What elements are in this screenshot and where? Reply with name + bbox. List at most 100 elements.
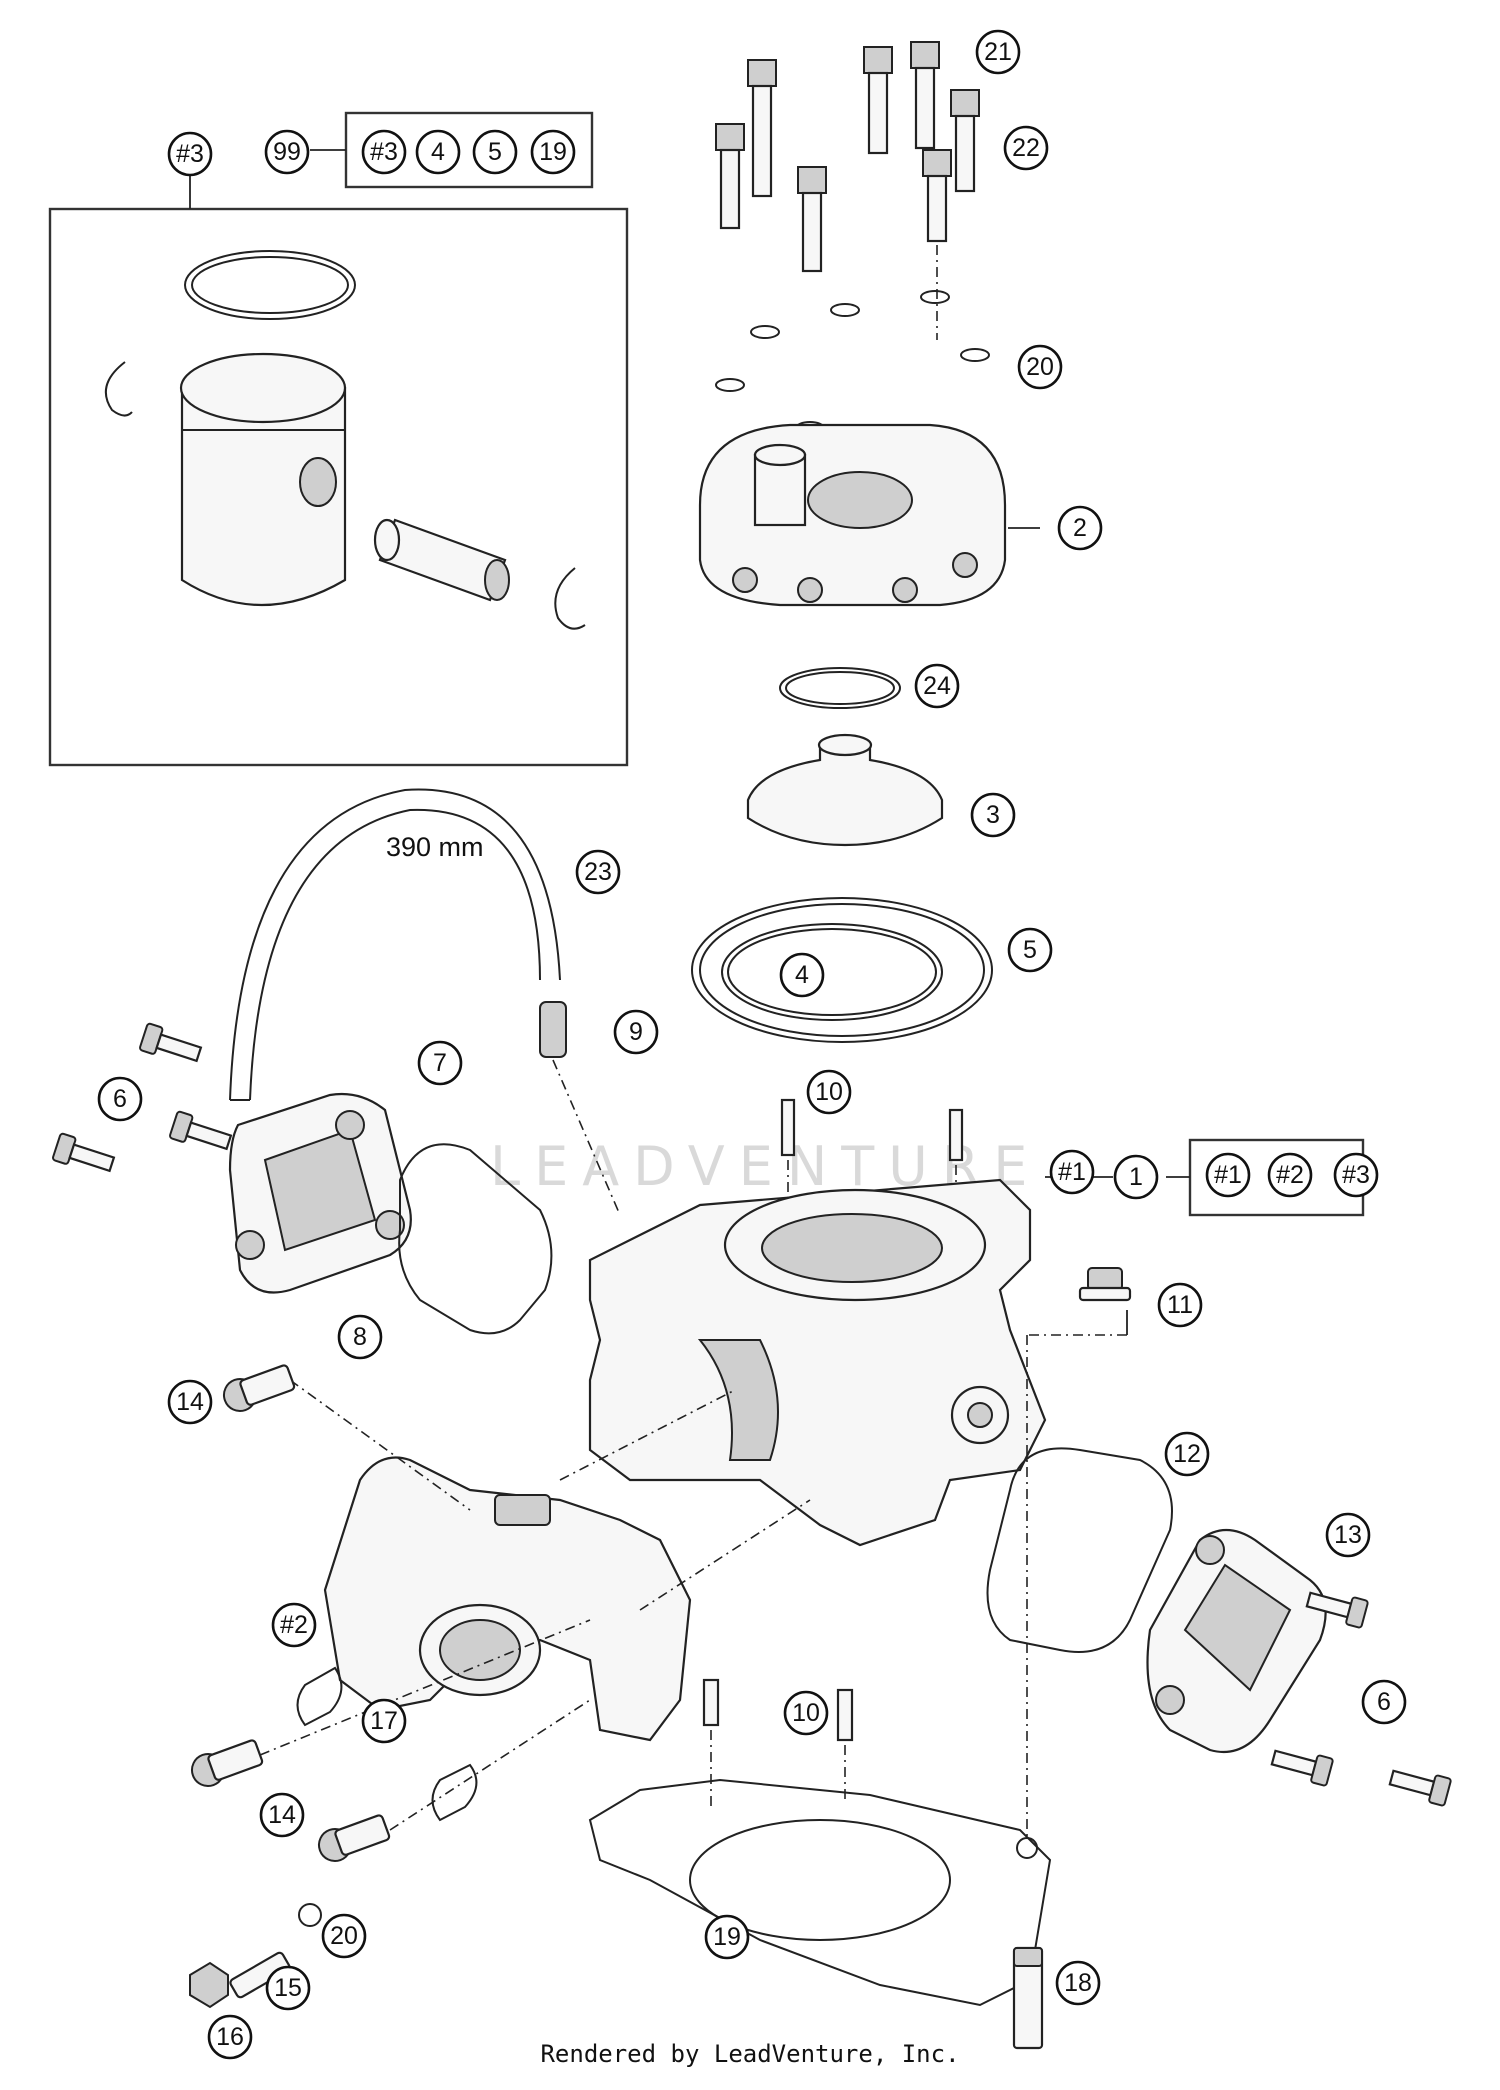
kit-99-item-19: 19 bbox=[530, 129, 576, 175]
svg-text:17: 17 bbox=[370, 1707, 398, 1735]
cylinder-head-gasket-outer-inner bbox=[699, 903, 985, 1037]
lock-plate-a bbox=[296, 1666, 343, 1727]
callout-1: 1 bbox=[1113, 1154, 1159, 1200]
footer-credit: Rendered by LeadVenture, Inc. bbox=[540, 2040, 960, 2068]
kit-99-item-5: 5 bbox=[472, 129, 518, 175]
callout-hash-1: #1 bbox=[1049, 1149, 1095, 1195]
callout-17: 17 bbox=[361, 1698, 407, 1744]
callout-19: 19 bbox=[704, 1914, 750, 1960]
dowel-pin-lower-2 bbox=[836, 1688, 854, 1742]
callout-10-upper: 10 bbox=[806, 1069, 852, 1115]
callout-21: 21 bbox=[975, 29, 1021, 75]
head-insert bbox=[746, 733, 944, 847]
svg-text:3: 3 bbox=[986, 801, 1000, 829]
exhaust-valve-cover-right bbox=[1146, 1528, 1327, 1754]
svg-text:99: 99 bbox=[273, 138, 301, 166]
svg-text:#1: #1 bbox=[1214, 1161, 1242, 1189]
callout-11: 11 bbox=[1157, 1282, 1203, 1328]
hex-nut bbox=[189, 1961, 229, 2009]
svg-text:19: 19 bbox=[539, 138, 567, 166]
callout-99: 99 bbox=[264, 129, 310, 175]
kit-1-item-hash-2: #2 bbox=[1267, 1152, 1313, 1198]
cylinder-head-gasket-outer bbox=[691, 897, 993, 1043]
svg-text:19: 19 bbox=[713, 1923, 741, 1951]
exhaust-cover-gasket-right bbox=[986, 1447, 1173, 1653]
o-ring-inner bbox=[785, 671, 895, 705]
svg-text:#2: #2 bbox=[280, 1611, 308, 1639]
svg-text:5: 5 bbox=[488, 138, 502, 166]
svg-text:23: 23 bbox=[584, 858, 612, 886]
stud bbox=[229, 1951, 291, 1999]
hose-nipple bbox=[539, 1001, 621, 1216]
svg-text:4: 4 bbox=[795, 961, 809, 989]
svg-text:#1: #1 bbox=[1058, 1158, 1086, 1186]
svg-text:16: 16 bbox=[216, 2023, 244, 2051]
callout-4: 4 bbox=[779, 952, 825, 998]
svg-text:2: 2 bbox=[1073, 514, 1087, 542]
hose-edge bbox=[249, 808, 541, 1101]
svg-text:15: 15 bbox=[274, 1974, 302, 2002]
svg-text:14: 14 bbox=[268, 1801, 296, 1829]
washer-lower bbox=[298, 1903, 322, 1927]
cylinder-head bbox=[698, 423, 1007, 607]
svg-text:#3: #3 bbox=[1342, 1161, 1370, 1189]
callout-6-left: 6 bbox=[97, 1076, 143, 1122]
svg-text:#3: #3 bbox=[176, 140, 204, 168]
dowel-pin-lower bbox=[702, 1678, 720, 1727]
cylinder-head-gasket-inner bbox=[721, 923, 943, 1021]
callout-13: 13 bbox=[1325, 1512, 1371, 1558]
svg-text:12: 12 bbox=[1173, 1440, 1201, 1468]
callout-8: 8 bbox=[337, 1314, 383, 1360]
cylinder-base-gasket bbox=[588, 1778, 1052, 2007]
exhaust-valve-cover-left bbox=[228, 1092, 412, 1294]
callout-23: 23 bbox=[575, 849, 621, 895]
callout-14-upper: 14 bbox=[167, 1379, 213, 1425]
svg-text:#2: #2 bbox=[1276, 1161, 1304, 1189]
cover-bolts-left bbox=[52, 1022, 233, 1173]
callout-20-lower: 20 bbox=[321, 1913, 367, 1959]
lock-plate-b bbox=[431, 1763, 478, 1822]
callout-18: 18 bbox=[1055, 1960, 1101, 2006]
svg-text:7: 7 bbox=[433, 1049, 447, 1077]
svg-text:14: 14 bbox=[176, 1388, 204, 1416]
cylinder-body bbox=[588, 1178, 1047, 1547]
cover-bolts-right bbox=[1270, 1591, 1452, 1807]
callout-22: 22 bbox=[1003, 125, 1049, 171]
kit-1-item-hash-1: #1 bbox=[1205, 1152, 1251, 1198]
callout-5: 5 bbox=[1007, 927, 1053, 973]
svg-text:9: 9 bbox=[629, 1018, 643, 1046]
screw-plug bbox=[1027, 1267, 1132, 1336]
svg-text:#3: #3 bbox=[370, 138, 398, 166]
hose bbox=[229, 788, 561, 1101]
long-stud bbox=[1012, 1946, 1044, 2050]
callout-20: 20 bbox=[1017, 344, 1063, 390]
piston-kit-box bbox=[48, 175, 629, 767]
hex-bolt-lower-a bbox=[191, 1739, 264, 1787]
hex-bolt-upper bbox=[223, 1364, 296, 1412]
svg-text:18: 18 bbox=[1064, 1969, 1092, 1997]
dash-line-cyl-a bbox=[559, 1389, 736, 1481]
kit-99-box bbox=[310, 111, 594, 189]
dash-line-14-top bbox=[289, 1379, 471, 1511]
callout-3: 3 bbox=[970, 792, 1016, 838]
svg-text:22: 22 bbox=[1012, 134, 1040, 162]
svg-text:11: 11 bbox=[1167, 1291, 1193, 1319]
svg-text:8: 8 bbox=[353, 1323, 367, 1351]
svg-text:20: 20 bbox=[330, 1922, 358, 1950]
svg-text:21: 21 bbox=[984, 38, 1012, 66]
svg-text:24: 24 bbox=[923, 672, 951, 700]
callout-14-lower: 14 bbox=[259, 1792, 305, 1838]
callout-6-right: 6 bbox=[1361, 1679, 1407, 1725]
callout-hash-2: #2 bbox=[271, 1602, 317, 1648]
dowel-pin-upper bbox=[780, 1098, 796, 1157]
kit-99-item-hash-3: #3 bbox=[361, 129, 407, 175]
svg-text:6: 6 bbox=[1377, 1688, 1391, 1716]
kit-99-item-4: 4 bbox=[415, 129, 461, 175]
callout-hash-3: #3 bbox=[167, 131, 213, 177]
svg-text:5: 5 bbox=[1023, 936, 1037, 964]
exhaust-cover-gasket bbox=[398, 1143, 553, 1335]
hex-bolt-lower-b bbox=[318, 1814, 391, 1862]
cylinder-head-gasket-inner-2 bbox=[727, 928, 937, 1016]
svg-text:6: 6 bbox=[113, 1085, 127, 1113]
